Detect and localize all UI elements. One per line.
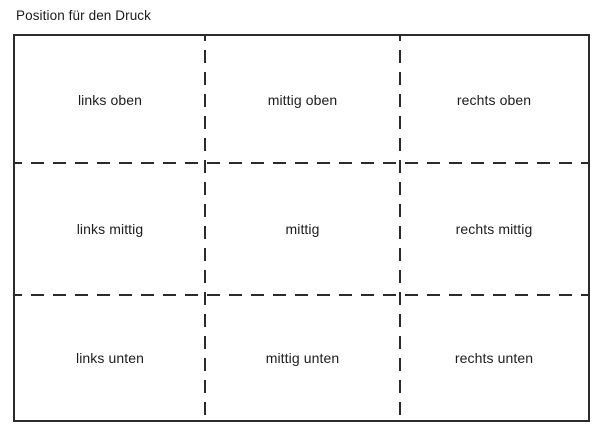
position-label: rechts unten (454, 349, 534, 366)
position-cell-rechts-mittig[interactable]: rechts mittig (400, 163, 588, 295)
position-cell-mittig-oben[interactable]: mittig oben (205, 36, 400, 163)
position-cell-links-mittig[interactable]: links mittig (15, 163, 205, 295)
position-cell-rechts-oben[interactable]: rechts oben (400, 36, 588, 163)
grid-divider-lines (15, 36, 588, 420)
position-label: mittig unten (265, 349, 340, 366)
position-cell-mittig-unten[interactable]: mittig unten (205, 295, 400, 420)
position-label: mittig (285, 221, 320, 237)
position-cells: links oben mittig oben rechts oben links… (15, 36, 588, 420)
position-label: links mittig (76, 221, 144, 237)
position-label: links unten (75, 349, 145, 366)
position-label: mittig oben (267, 91, 338, 108)
position-cell-links-unten[interactable]: links unten (15, 295, 205, 420)
page-title: Position für den Druck (16, 8, 152, 23)
position-label: rechts oben (456, 91, 532, 108)
position-cell-links-oben[interactable]: links oben (15, 36, 205, 163)
position-cell-mittig[interactable]: mittig (205, 163, 400, 295)
position-label: links oben (77, 91, 143, 108)
position-label: rechts mittig (455, 221, 533, 237)
position-cell-rechts-unten[interactable]: rechts unten (400, 295, 588, 420)
print-position-grid: links oben mittig oben rechts oben links… (13, 34, 590, 422)
